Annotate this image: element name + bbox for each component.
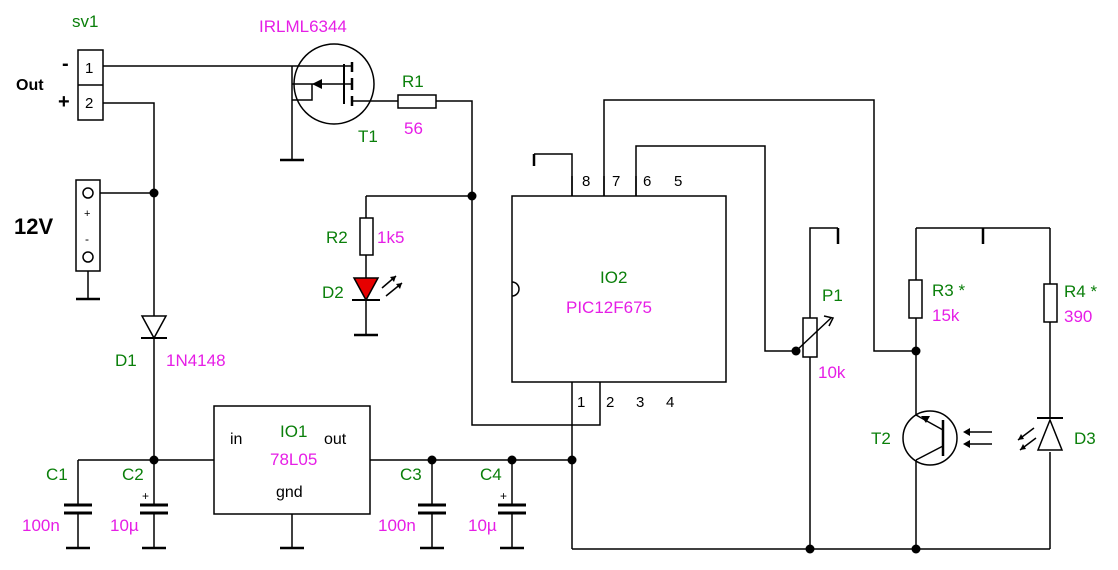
io2-pin1: 1 — [577, 394, 585, 411]
c4-plus: + — [500, 489, 507, 503]
capacitor-c2: + C2 10µ — [110, 465, 168, 535]
t2-designator: T2 — [871, 429, 891, 448]
power-jack-12v: + - 12V — [14, 179, 101, 272]
c4-designator: C4 — [480, 465, 502, 484]
io2-pin7: 7 — [612, 173, 620, 190]
io2-pin8: 8 — [582, 173, 590, 190]
r3-value: 15k — [932, 306, 960, 325]
c2-designator: C2 — [122, 465, 144, 484]
t1-part-number: IRLML6344 — [259, 17, 347, 36]
resistor-r1: R1 56 — [397, 72, 437, 138]
capacitor-c3: C3 100n — [378, 465, 446, 535]
resistor-r2: R2 1k5 — [326, 217, 404, 256]
capacitor-c4: + C4 10µ — [468, 465, 526, 535]
d1-designator: D1 — [115, 351, 137, 370]
c3-value: 100n — [378, 516, 416, 535]
jack-plus: + — [84, 208, 90, 220]
mosfet-t1: IRLML6344 T1 — [259, 17, 378, 146]
sv1-plus: + — [58, 91, 70, 113]
t1-designator: T1 — [358, 127, 378, 146]
ic-io2: 8 7 6 5 1 2 3 4 IO2 PIC12F675 — [511, 173, 727, 411]
p1-designator: P1 — [822, 286, 843, 305]
diode-d1: D1 1N4148 — [115, 315, 226, 370]
resistor-r4: R4 * 390 — [1043, 282, 1097, 326]
phototransistor-t2: T2 — [871, 410, 992, 466]
d2-designator: D2 — [322, 283, 344, 302]
io2-designator: IO2 — [600, 268, 627, 287]
r4-value: 390 — [1064, 307, 1092, 326]
connector-sv1: 1 2 sv1 Out - + — [16, 12, 104, 121]
io2-pin6: 6 — [643, 173, 651, 190]
r4-designator: R4 * — [1064, 282, 1097, 301]
sv1-designator: sv1 — [72, 12, 98, 31]
io2-pin4: 4 — [666, 394, 674, 411]
io2-pin5: 5 — [674, 173, 682, 190]
ground-symbols — [66, 154, 985, 550]
sv1-minus: - — [62, 53, 69, 75]
c2-plus: + — [142, 489, 149, 503]
io2-pin3: 3 — [636, 394, 644, 411]
ir-led-d3: D3 — [1017, 417, 1096, 451]
d1-part-number: 1N4148 — [166, 351, 226, 370]
jack-minus: - — [85, 232, 89, 246]
c1-designator: C1 — [46, 465, 68, 484]
c2-value: 10µ — [110, 516, 139, 535]
r2-designator: R2 — [326, 228, 348, 247]
capacitor-c1: C1 100n — [22, 465, 92, 535]
io2-pin2: 2 — [606, 394, 614, 411]
d3-designator: D3 — [1074, 429, 1096, 448]
c1-value: 100n — [22, 516, 60, 535]
r1-value: 56 — [404, 119, 423, 138]
r1-designator: R1 — [402, 72, 424, 91]
out-label: Out — [16, 77, 44, 94]
io1-designator: IO1 — [280, 422, 307, 441]
io1-part-number: 78L05 — [270, 450, 317, 469]
io1-out-pin: out — [324, 431, 347, 448]
sv1-pin2-number: 2 — [85, 95, 93, 112]
p1-value: 10k — [818, 363, 846, 382]
r3-designator: R3 * — [932, 281, 965, 300]
r2-value: 1k5 — [377, 228, 404, 247]
regulator-io1: in out gnd IO1 78L05 — [213, 405, 371, 515]
supply-voltage-label: 12V — [14, 214, 53, 239]
io1-in-pin: in — [230, 431, 242, 448]
led-d2: D2 — [322, 275, 403, 302]
c4-value: 10µ — [468, 516, 497, 535]
c3-designator: C3 — [400, 465, 422, 484]
io1-gnd-pin: gnd — [276, 484, 303, 501]
io2-part-number: PIC12F675 — [566, 298, 652, 317]
sv1-pin1-number: 1 — [85, 60, 93, 77]
potentiometer-p1: P1 10k — [795, 286, 846, 382]
resistor-r3: R3 * 15k — [908, 279, 965, 325]
